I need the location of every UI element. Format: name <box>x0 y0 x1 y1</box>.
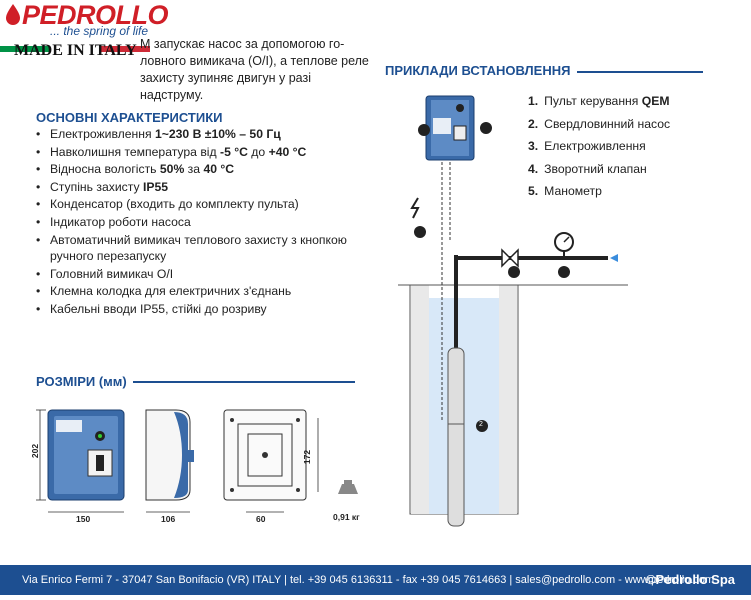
dim-width-back: 60 <box>256 514 266 524</box>
installation-item-text: Манометр <box>544 184 602 198</box>
dimensions-rule <box>133 381 355 383</box>
feature-text-bold: IP55 <box>142 179 169 194</box>
back-view <box>223 409 319 513</box>
dim-height-front: 202 <box>30 443 41 459</box>
installation-item-number: 4. <box>528 161 539 176</box>
dim-width-front: 150 <box>76 514 91 524</box>
feature-item: Навколишня температура від -5 °C до +40 … <box>36 144 366 161</box>
installation-item-number: 3. <box>528 139 539 153</box>
weight-icon <box>338 480 358 494</box>
power-bolt-icon <box>410 197 420 219</box>
installation-item: 5. Манометр <box>528 184 670 207</box>
installation-item-text: Електроживлення <box>544 139 646 153</box>
weight-label: 0,91 кг <box>333 512 360 522</box>
footer-bar: Via Enrico Fermi 7 - 37047 San Bonifacio… <box>0 565 751 595</box>
footer-address: Via Enrico Fermi 7 - 37047 San Bonifacio… <box>22 574 715 586</box>
feature-text-post: за <box>184 162 204 177</box>
feature-item: Ступінь захисту IP55 <box>36 179 366 196</box>
features-title: ОСНОВНІ ХАРАКТЕРИСТИКИ <box>36 110 223 125</box>
feature-text-pre: Відносна вологість <box>50 162 160 177</box>
manometer-icon <box>554 232 574 258</box>
feature-text-pre: Конденсатор (входить до комплекту пульта… <box>50 197 299 212</box>
installation-item-bold: QEM <box>641 94 670 108</box>
installation-item-text: Пульт керування <box>544 94 642 108</box>
dim-depth-side: 106 <box>161 514 176 524</box>
feature-item: Автоматичний вимикач теплового захисту з… <box>36 232 366 265</box>
italy-flag <box>0 39 150 52</box>
feature-text-pre: Клемна колодка для електричних з'єднань <box>50 284 292 299</box>
brand-logo <box>0 0 150 40</box>
intro-text: M запускає насос за допомогою го-ловного… <box>140 37 369 102</box>
brand-tagline: ... the spring of life <box>50 24 149 38</box>
made-in-italy: MADE IN ITALY <box>14 42 137 59</box>
installation-item-text: Зворотний клапан <box>544 161 647 176</box>
dim-height-back: 172 <box>302 449 313 465</box>
feature-item: Клемна колодка для електричних з'єднань <box>36 283 366 300</box>
footer-copyright: ©Pedrollo Spa <box>645 572 735 587</box>
feature-text-pre: Кабельні вводи IP55, стійкі до розриву <box>50 301 267 316</box>
installation-item-number: 5. <box>528 184 539 198</box>
feature-item: Головний вимикач O/I <box>36 266 366 283</box>
feature-text-bold: -5 °C <box>220 144 248 159</box>
front-view <box>36 409 125 513</box>
side-view <box>145 409 194 513</box>
check-valve-icon <box>501 248 519 268</box>
dimensions-drawing <box>36 409 358 513</box>
feature-item: Відносна вологість 50% за 40 °C <box>36 161 366 178</box>
feature-text-pre: Головний вимикач O/I <box>50 266 174 281</box>
pedrollo-drop-icon <box>6 4 20 25</box>
installation-item: 1. Пульт керування QEM <box>528 94 670 117</box>
feature-text-bold2: 40 °C <box>203 162 235 177</box>
dimensions-title: РОЗМІРИ (мм) <box>36 374 127 389</box>
features-list: Електроживлення 1~230 В ±10% – 50 ГцНавк… <box>36 126 366 319</box>
brand-name: PEDROLLO <box>22 0 169 30</box>
feature-item: Кабельні вводи IP55, стійкі до розриву <box>36 301 366 318</box>
feature-item: Індикатор роботи насоса <box>36 214 366 231</box>
feature-text-pre: Індикатор роботи насоса <box>50 214 191 229</box>
installation-item-text: Свердловинний насос <box>544 116 671 131</box>
installation-title: ПРИКЛАДИ ВСТАНОВЛЕННЯ <box>385 63 571 78</box>
installation-item-number: 1. <box>528 94 539 108</box>
feature-text-bold: 1~230 В ±10% – 50 Гц <box>154 127 281 141</box>
installation-item: 2. Свердловинний насос <box>528 117 670 140</box>
feature-text-post: до <box>247 144 269 159</box>
installation-item-number: 2. <box>528 116 539 131</box>
feature-text-pre: Ступінь захисту <box>50 179 143 194</box>
feature-text-pre: Навколишня температура від <box>50 144 221 159</box>
installation-list: 1. Пульт керування QEM 2. Свердловинний нас… <box>528 94 670 207</box>
feature-text-pre: Автоматичний вимикач теплового захисту з… <box>50 232 347 264</box>
installation-item: 4. Зворотний клапан <box>528 162 670 185</box>
feature-text-bold2: +40 °C <box>268 144 307 159</box>
feature-text-bold: 50% <box>159 162 185 177</box>
installation-rule <box>577 71 703 73</box>
callout-2: 2 <box>479 421 483 428</box>
feature-item: Конденсатор (входить до комплекту пульта… <box>36 196 366 213</box>
installation-item: 3. Електроживлення <box>528 139 670 162</box>
installation-diagram <box>398 95 628 527</box>
feature-text-pre: Електроживлення <box>50 127 155 141</box>
feature-item: Електроживлення 1~230 В ±10% – 50 Гц <box>36 126 366 143</box>
